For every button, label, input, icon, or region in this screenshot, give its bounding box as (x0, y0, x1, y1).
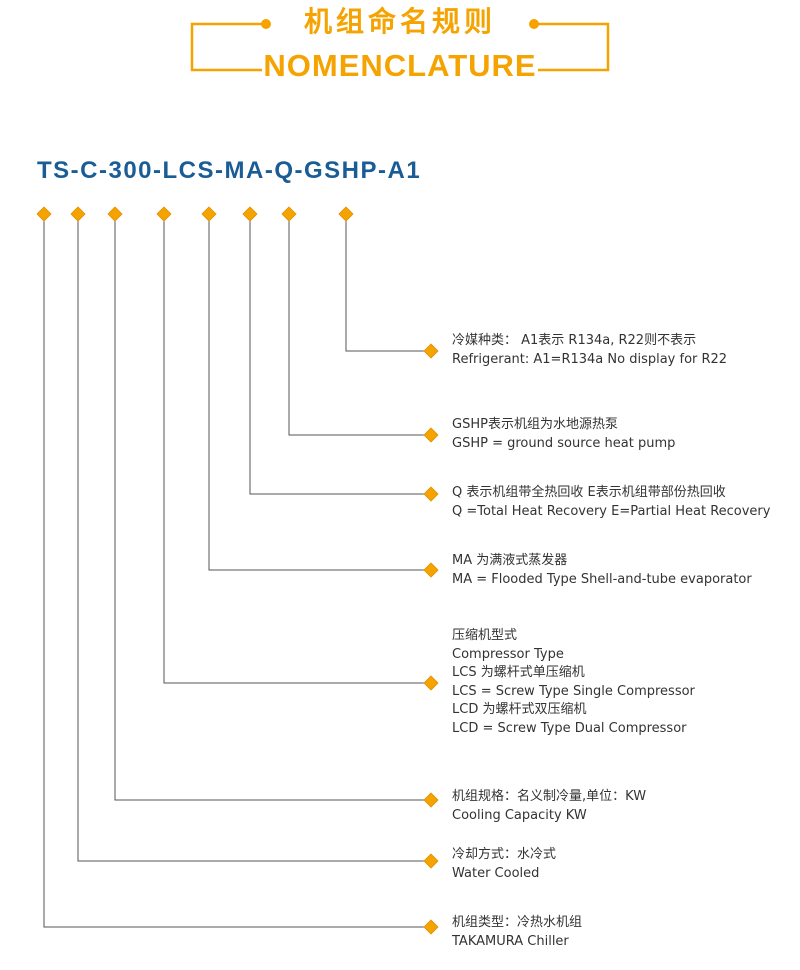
description-line: 压缩机型式 (452, 628, 518, 643)
description-ma: MA 为满液式蒸发器 MA = Flooded Type Shell-and-tu… (452, 552, 752, 589)
title-chinese: 机组命名规则 (303, 5, 496, 38)
segment-marker-ma (201, 206, 217, 222)
segment-marker-lcs (156, 206, 172, 222)
connector-300 (114, 214, 431, 801)
description-line: LCS = Screw Type Single Compressor (452, 683, 695, 699)
description-marker-300 (423, 792, 439, 808)
connector-lcs (163, 214, 431, 684)
description-c: 冷却方式：水冷式 Water Cooled (452, 846, 556, 883)
description-line: LCS 为螺杆式单压缩机 (452, 665, 585, 680)
segment-marker-300 (107, 206, 123, 222)
description-marker-ts (423, 919, 439, 935)
connector-lines (43, 214, 431, 928)
description-marker-ma (423, 562, 439, 578)
top-markers (36, 206, 354, 222)
description-line: Q 表示机组带全热回收 E表示机组带部份热回收 (452, 485, 726, 500)
description-line: LCD 为螺杆式双压缩机 (452, 702, 587, 717)
description-line: 冷却方式：水冷式 (452, 847, 557, 862)
description-300: 机组规格：名义制冷量,单位：KW Cooling Capacity KW (452, 788, 646, 825)
description-line: Cooling Capacity KW (452, 807, 587, 823)
description-ts: 机组类型：冷热水机组 TAKAMURA Chiller (452, 914, 582, 951)
description-line: 机组规格：名义制冷量,单位：KW (452, 789, 647, 804)
description-line: GSHP = ground source heat pump (452, 435, 676, 451)
connector-ma (208, 214, 431, 571)
description-line: Compressor Type (452, 646, 564, 662)
description-line: LCD = Screw Type Dual Compressor (452, 720, 687, 736)
description-gshp: GSHP表示机组为水地源热泵 GSHP = ground source heat … (452, 416, 675, 453)
model-code: TS-C-300-LCS-MA-Q-GSHP-A1 (37, 157, 422, 184)
description-line: 机组类型：冷热水机组 (452, 915, 583, 930)
description-marker-lcs (423, 675, 439, 691)
segment-marker-ts (36, 206, 52, 222)
title-bracket-left (190, 22, 265, 72)
description-line: Refrigerant: A1=R134a No display for R22 (452, 351, 728, 367)
description-line: TAKAMURA Chiller (452, 933, 569, 949)
segment-marker-gshp (281, 206, 297, 222)
description-line: MA = Flooded Type Shell-and-tube evapora… (452, 571, 752, 587)
title-bracket-right (535, 22, 610, 72)
connector-c (77, 214, 431, 862)
segment-marker-c (70, 206, 86, 222)
connector-q (249, 214, 431, 495)
description-line: MA 为满液式蒸发器 (452, 553, 568, 568)
title-dot-left (261, 19, 271, 29)
description-line: Water Cooled (452, 865, 540, 881)
end-markers (423, 343, 439, 935)
connector-ts (43, 214, 431, 928)
description-marker-a1 (423, 343, 439, 359)
segment-marker-q (242, 206, 258, 222)
title-decoration (190, 19, 610, 72)
description-line: GSHP表示机组为水地源热泵 (452, 417, 618, 432)
description-a1: 冷媒种类： A1表示 R134a, R22则不表示 Refrigerant: A1… (452, 332, 727, 369)
description-q: Q 表示机组带全热回收 E表示机组带部份热回收 Q =Total Heat Rec… (452, 484, 770, 521)
description-line: 冷媒种类： A1表示 R134a, R22则不表示 (452, 333, 697, 348)
description-line: Q =Total Heat Recovery E=Partial Heat Re… (452, 503, 771, 519)
connector-a1 (345, 214, 431, 352)
connector-gshp (288, 214, 431, 436)
description-marker-q (423, 486, 439, 502)
segment-marker-a1 (338, 206, 354, 222)
title-dot-right (529, 19, 539, 29)
title-english: NOMENCLATURE (263, 48, 537, 83)
description-marker-c (423, 853, 439, 869)
description-marker-gshp (423, 427, 439, 443)
